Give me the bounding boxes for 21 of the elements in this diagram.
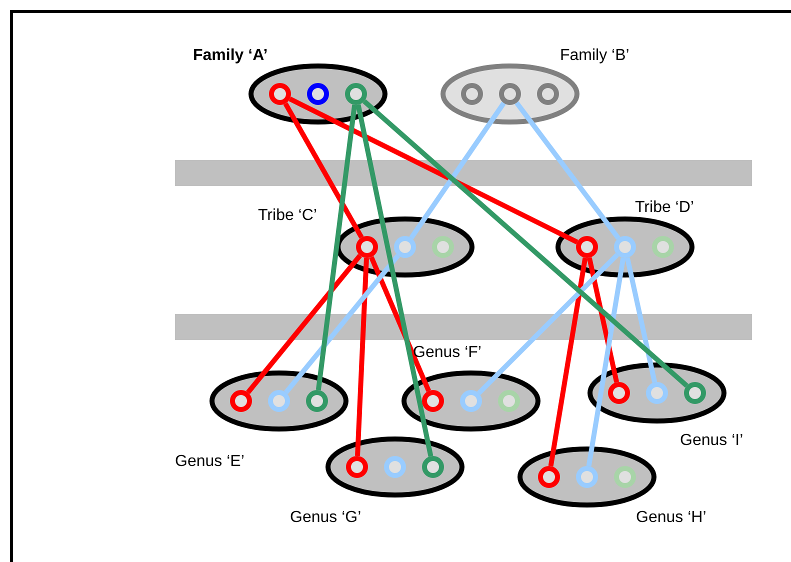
group-label: Tribe ‘D’ (635, 198, 694, 218)
group-label: Family ‘A’ (193, 46, 268, 66)
group-label: Genus ‘I’ (680, 431, 744, 451)
link-line (369, 256, 431, 392)
link-line (586, 257, 626, 467)
link-line (409, 102, 506, 240)
link-line (362, 99, 688, 388)
link-line (283, 102, 364, 239)
link-line (284, 254, 400, 394)
link-line (624, 257, 658, 383)
group-label: Genus ‘H’ (636, 508, 706, 528)
link-line (477, 253, 619, 395)
link-line (586, 257, 620, 383)
group-label: Genus ‘G’ (290, 508, 362, 528)
link-line (514, 101, 620, 240)
link-line (246, 254, 362, 394)
link-line (288, 96, 578, 244)
group-label: Genus ‘F’ (413, 343, 482, 363)
group-label: Genus ‘E’ (175, 452, 244, 472)
group-label: Tribe ‘C’ (258, 206, 317, 226)
group-label: Family ‘B’ (560, 46, 630, 66)
